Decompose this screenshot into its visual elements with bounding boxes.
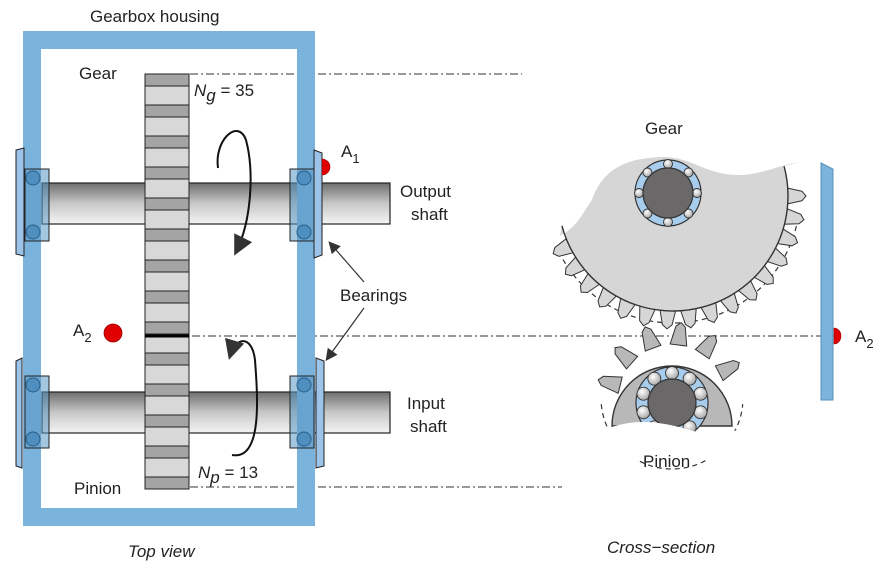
gear-tooth-strip (144, 426, 190, 447)
gear-tooth-strip (144, 395, 190, 416)
gear-tooth-strip (144, 321, 190, 335)
gear-bearing-ball (642, 208, 653, 219)
top-view: Gearbox housing Gear Pinion Ng = 35 Np =… (15, 7, 836, 561)
pinion-tooth (714, 359, 740, 382)
gear-tooth-strip (144, 290, 190, 304)
gear-tooth-strip (144, 414, 190, 428)
gear-shaft-hub (642, 167, 694, 219)
gear-teeth-stack (144, 73, 190, 490)
pinion-rotation-arrow-icon (225, 337, 259, 457)
ng-subscript: g (206, 86, 216, 105)
pinion-bearing-ball (682, 371, 697, 386)
output-shaft-label-line2: shaft (411, 205, 448, 224)
gear-tooth-strip (144, 147, 190, 168)
gear-bearing-ball (692, 188, 702, 198)
sensor-a2-icon (103, 323, 123, 343)
pinion-cross-section (585, 321, 760, 470)
np-label: Np = 13 (198, 463, 258, 487)
ng-value: = 35 (216, 81, 254, 100)
pinion-bearing-ball (647, 371, 662, 386)
gear-tooth-strip (144, 302, 190, 323)
pinion-cutaway (585, 420, 760, 460)
a2-cs-letter: A (855, 327, 867, 346)
gear-bearing-ball (663, 159, 673, 169)
gear-tooth-strip (144, 240, 190, 261)
ng-symbol: N (194, 81, 207, 100)
gear-tooth-strip (144, 228, 190, 242)
bearing-output-right (289, 149, 323, 259)
sensor-a1-icon (321, 158, 331, 176)
gear-tooth-strip (144, 197, 190, 211)
a2-cs-subscript: 2 (866, 336, 873, 351)
gear-bearing-ball (683, 167, 694, 178)
housing-label: Gearbox housing (90, 7, 219, 26)
housing-wall-section (820, 162, 834, 401)
pinion-tooth (694, 334, 718, 360)
pinion-top-label: Pinion (74, 479, 121, 498)
a2-letter: A (73, 321, 85, 340)
bearings-pointer-upper (328, 241, 365, 283)
cross-section: Gear Pinion A2 Cross−section (552, 119, 874, 557)
a1-subscript: 1 (352, 151, 359, 166)
gear-bearing-ball (663, 217, 673, 227)
gear-cross-section (552, 157, 807, 330)
gear-tooth-strip (144, 383, 190, 397)
input-shaft-label-line2: shaft (410, 417, 447, 436)
bearing-input-right (289, 357, 325, 469)
pinion-shaft-hub (647, 378, 697, 428)
gear-tooth-strip (144, 352, 190, 366)
pinion-cs-label: Pinion (643, 452, 690, 471)
bearing-input-left (15, 357, 50, 469)
np-subscript: p (209, 468, 219, 487)
bearing-output-left (15, 147, 50, 257)
bearings-pointer-lower (325, 307, 365, 361)
gear-tooth-strip (144, 85, 190, 106)
a1-label: A1 (341, 142, 360, 166)
input-shaft-label-line1: Input (407, 394, 445, 413)
top-view-caption: Top view (128, 542, 196, 561)
a1-letter: A (341, 142, 353, 161)
gear-tooth-strip (144, 271, 190, 292)
gear-cs-label: Gear (645, 119, 683, 138)
pinion-tooth (641, 326, 662, 352)
output-shaft (41, 182, 391, 225)
input-shaft (41, 391, 391, 434)
gearbox-housing (23, 31, 315, 526)
pinion-tooth (669, 321, 688, 347)
gear-body (560, 157, 800, 311)
gear-tooth-strip (144, 476, 190, 490)
gear-tooth-strip (144, 104, 190, 118)
np-symbol: N (198, 463, 211, 482)
gear-bearing-ball (634, 188, 644, 198)
pinion-tooth (614, 346, 639, 370)
a2-label: A2 (73, 321, 92, 345)
gear-root-circle (561, 166, 789, 312)
output-shaft-label-line1: Output (400, 182, 451, 201)
a2-cs-label: A2 (855, 327, 874, 351)
gear-bearing-ball (642, 167, 653, 178)
sensor-a2-cs-icon (833, 327, 842, 345)
cross-section-caption: Cross−section (607, 538, 715, 557)
pinion-tooth (597, 375, 623, 395)
gear-tooth-strip (144, 259, 190, 273)
pinion-bearing-ball (665, 366, 679, 380)
gear-tooth-strip (144, 178, 190, 199)
gear-tooth-strip (144, 457, 190, 478)
gear-tooth-strip (144, 116, 190, 137)
np-value: = 13 (220, 463, 258, 482)
gear-tooth-strip (144, 445, 190, 459)
gear-tooth-strip (144, 364, 190, 385)
ng-label: Ng = 35 (194, 81, 254, 105)
gear-rotation-arrow-icon (216, 130, 253, 256)
bearings-label: Bearings (340, 286, 407, 305)
a2-subscript: 2 (84, 330, 91, 345)
gear-bearing-ball (683, 208, 694, 219)
gear-tooth-strip (144, 166, 190, 180)
gear-tooth-strip (144, 209, 190, 230)
gear-tooth-strip (144, 135, 190, 149)
gear-tooth-strip (144, 73, 190, 87)
gear-top-label: Gear (79, 64, 117, 83)
